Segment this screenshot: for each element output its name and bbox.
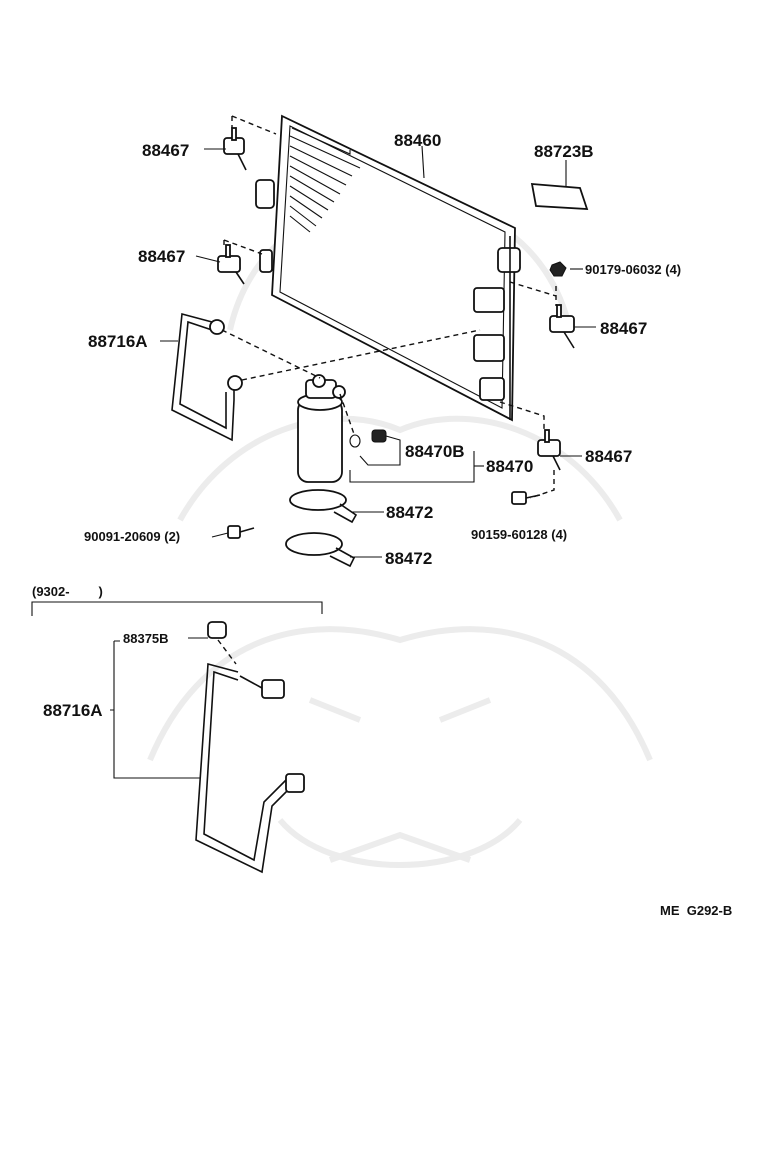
label-date-range: (9302- )	[32, 584, 103, 599]
label-88472-a: 88472	[386, 503, 433, 522]
label-88375b: 88375B	[123, 631, 169, 646]
label-88467-b: 88467	[138, 247, 185, 266]
bracket-88472-b	[285, 532, 356, 568]
mount-cushion-3	[549, 304, 575, 349]
label-88470: 88470	[486, 457, 533, 476]
assembly-lines	[221, 115, 557, 499]
label-88467-c: 88467	[600, 319, 647, 338]
label-90179-06032: 90179-06032 (4)	[585, 262, 681, 277]
mount-cushion-2	[217, 244, 245, 285]
label-88467-d: 88467	[585, 447, 632, 466]
label-88460: 88460	[394, 131, 441, 150]
label-88472-b: 88472	[385, 549, 432, 568]
label-plate	[530, 183, 589, 210]
mount-cushion-1	[223, 127, 247, 171]
bolt-90159	[511, 491, 541, 505]
diagram-code: ME G292-B	[660, 903, 732, 918]
label-90091-20609: 90091-20609 (2)	[84, 529, 180, 544]
condenser-fins	[289, 127, 361, 233]
condenser	[255, 114, 521, 422]
label-88716a-top: 88716A	[88, 332, 148, 351]
bracket-88472-a	[289, 489, 358, 524]
tube-88716a-top	[171, 312, 243, 442]
nut-90179	[549, 261, 567, 277]
oring-88470b	[349, 429, 387, 448]
mount-cushion-4	[537, 429, 561, 471]
bolt-90091	[227, 525, 255, 539]
label-88716a-bottom: 88716A	[43, 701, 103, 720]
label-88470b: 88470B	[405, 442, 465, 461]
leader-lines	[31, 145, 596, 779]
label-88723b: 88723B	[534, 142, 594, 161]
receiver-dryer	[297, 374, 346, 483]
cap-88375b	[207, 621, 237, 665]
label-88467-a: 88467	[142, 141, 189, 160]
label-90159-60128: 90159-60128 (4)	[471, 527, 567, 542]
tube-88716a-bottom	[195, 662, 305, 874]
